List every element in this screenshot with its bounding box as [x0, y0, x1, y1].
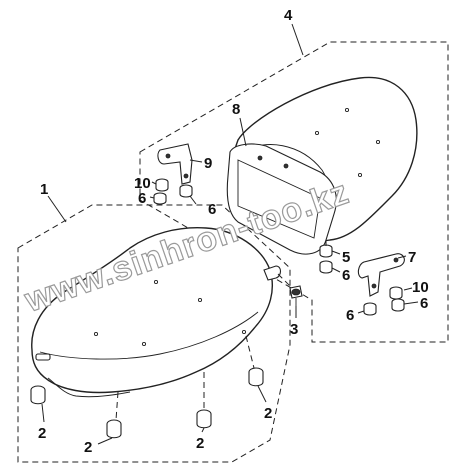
- callout-6-right-a: 6: [342, 267, 350, 284]
- grommet-10-right: [389, 286, 403, 300]
- leader-6a: [149, 196, 155, 199]
- nut-6-right-a: [319, 260, 333, 274]
- bracket-7: [357, 253, 405, 297]
- callout-10-upper: 10: [134, 175, 151, 192]
- leader-1: [47, 195, 67, 223]
- guide-bolt-3: [277, 273, 293, 289]
- nut-6-right-b: [391, 298, 405, 312]
- front-seat-group-outline: [17, 204, 291, 463]
- callout-10-right: 10: [412, 279, 429, 296]
- leader-2d: [257, 385, 267, 403]
- rubber-foot-2c: [196, 409, 212, 429]
- callout-2-b: 2: [84, 439, 92, 456]
- nut-6-upper-b: [179, 184, 193, 198]
- callout-6-upper-b: 6: [208, 201, 216, 218]
- callout-7: 7: [408, 249, 416, 266]
- callout-2-d: 2: [264, 405, 272, 422]
- rear-seat-group-outline: [139, 41, 449, 343]
- callout-5: 5: [342, 249, 350, 266]
- leader-6d: [403, 301, 419, 305]
- leader-6e: [357, 310, 365, 314]
- guide-foot-2b: [115, 391, 119, 421]
- bolt-3: [289, 285, 303, 306]
- guide-foot-2d: [245, 335, 255, 369]
- leader-10b: [403, 287, 413, 291]
- callout-1: 1: [40, 181, 48, 198]
- leader-4: [291, 23, 304, 56]
- leader-8: [239, 117, 247, 147]
- leader-5: [331, 250, 341, 255]
- grommet-5: [319, 244, 333, 258]
- callout-3: 3: [290, 321, 298, 338]
- nut-6-upper-a: [153, 192, 167, 205]
- callout-4: 4: [284, 7, 293, 24]
- leader-2a: [41, 403, 45, 423]
- rubber-foot-2a: [30, 385, 46, 405]
- leader-7: [397, 255, 407, 259]
- callout-6-right-b: 6: [420, 295, 428, 312]
- front-seat-hook: [263, 265, 282, 281]
- leader-2b: [97, 437, 113, 445]
- grommet-10-upper: [155, 178, 169, 192]
- leader-10a: [151, 181, 157, 185]
- callout-6-right-c: 6: [346, 307, 354, 324]
- callout-2-a: 2: [38, 425, 46, 442]
- leader-9: [189, 159, 203, 163]
- callout-6-upper-a: 6: [138, 190, 146, 207]
- callout-2-c: 2: [196, 435, 204, 452]
- bracket-9: [157, 143, 193, 185]
- front-seat: [31, 226, 274, 398]
- leader-6c: [331, 267, 341, 273]
- leader-2c: [201, 427, 205, 433]
- leader-6b: [189, 195, 197, 205]
- callout-8: 8: [232, 101, 240, 118]
- rubber-foot-2b: [106, 419, 122, 439]
- rubber-foot-2d: [248, 367, 264, 387]
- callout-9: 9: [204, 155, 212, 172]
- nut-6-right-c: [363, 302, 377, 316]
